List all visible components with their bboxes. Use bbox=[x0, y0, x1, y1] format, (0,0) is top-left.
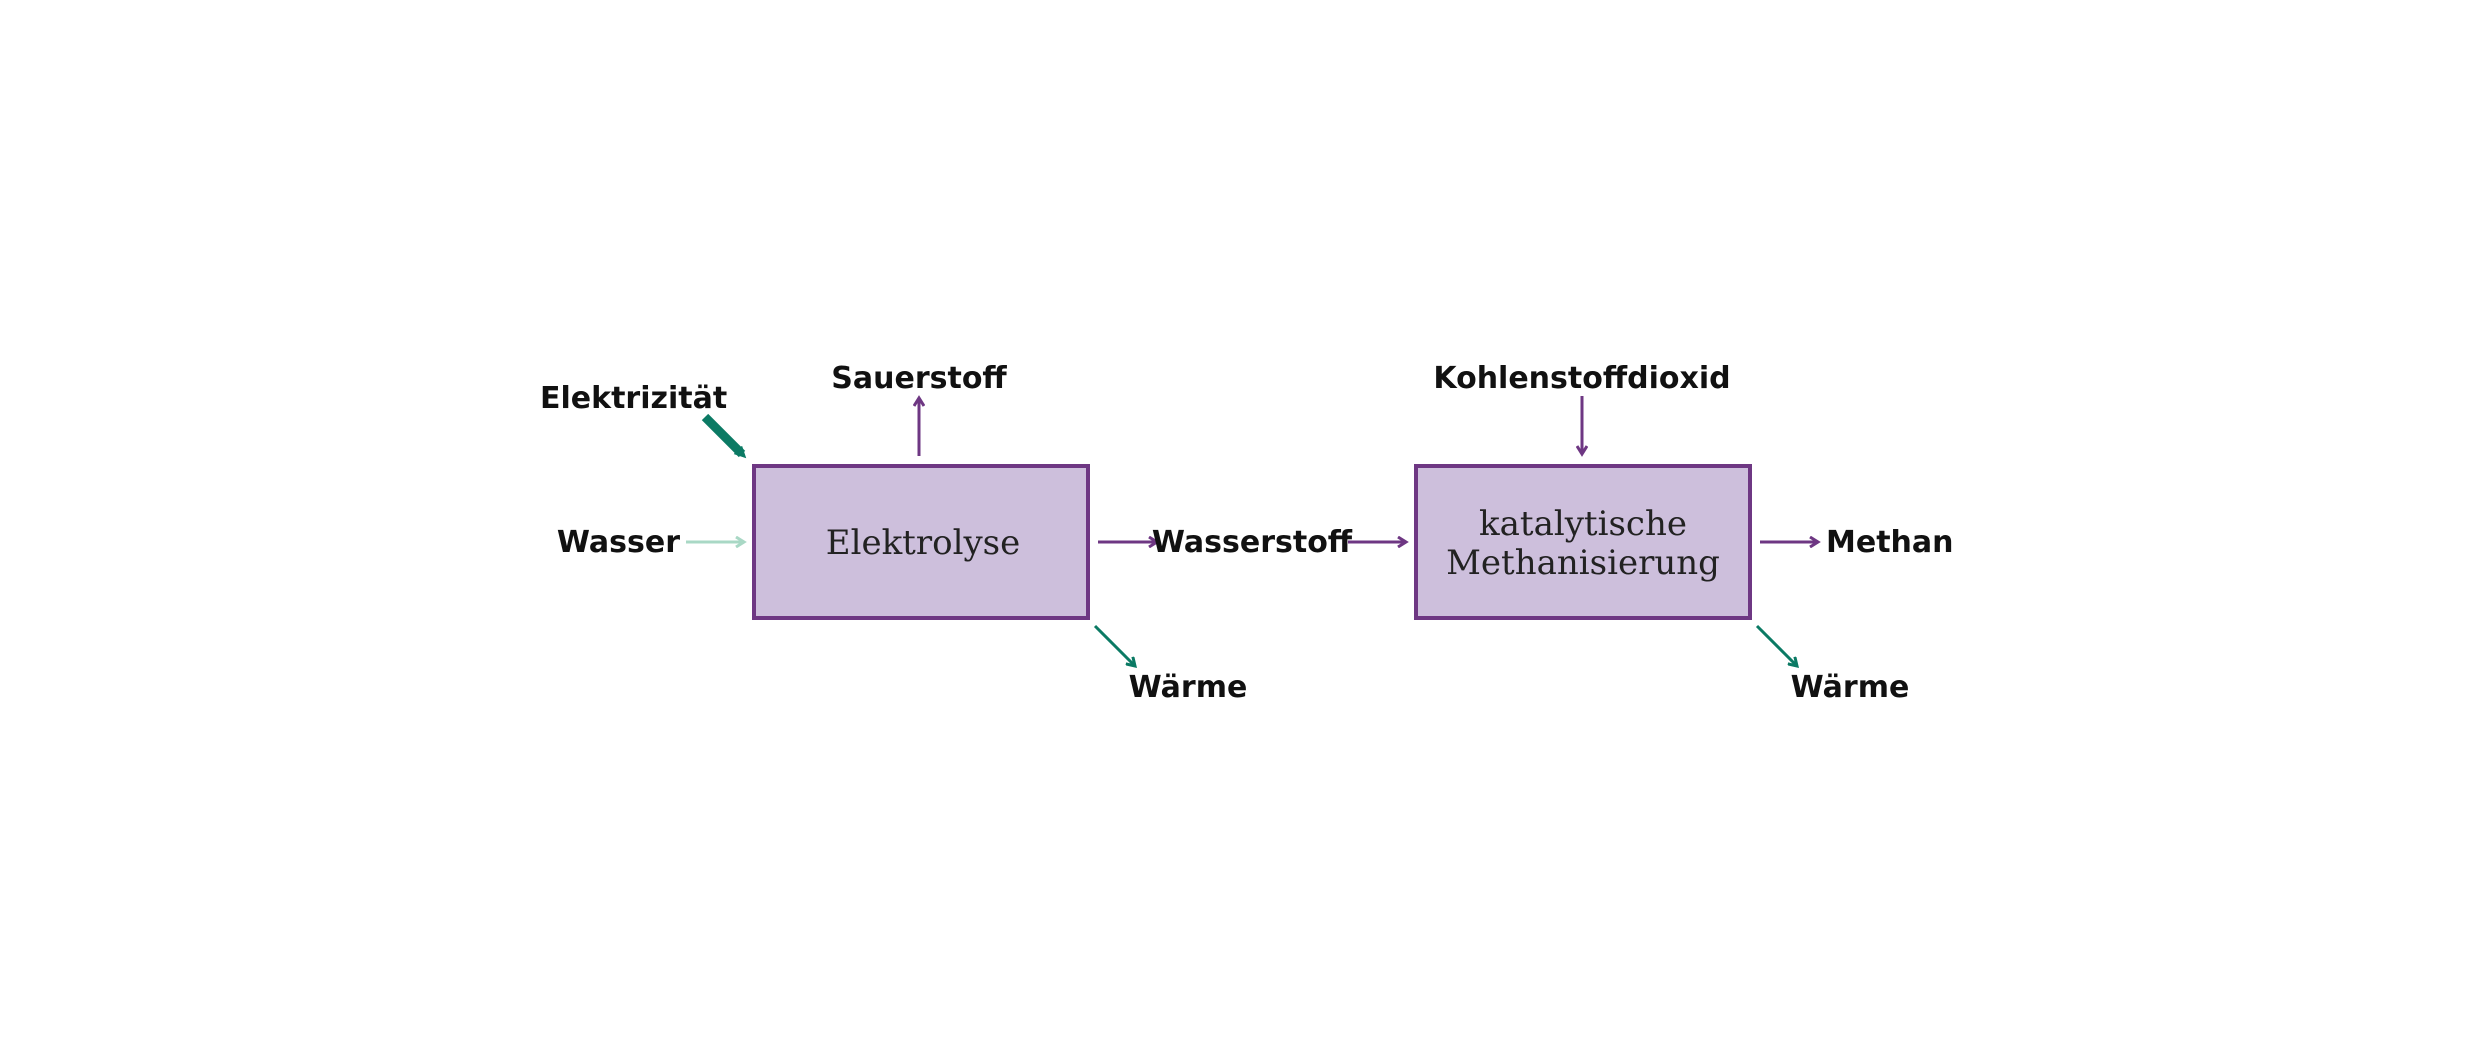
waerme-1-arrow bbox=[1093, 624, 1135, 666]
wasser-label: Wasser bbox=[557, 525, 680, 560]
waerme-1-label: Wärme bbox=[1129, 670, 1248, 705]
wasserstoff-label: Wasserstoff bbox=[1152, 525, 1353, 560]
methanisierung-box bbox=[1414, 464, 1752, 620]
waerme-2-arrow bbox=[1755, 624, 1797, 666]
kohlenstoffdioxid-label: Kohlenstoffdioxid bbox=[1433, 361, 1730, 396]
methan-label: Methan bbox=[1826, 525, 1954, 560]
elektrizitaet-label: Elektrizität bbox=[540, 381, 727, 416]
elektrizitaet-arrow bbox=[701, 413, 747, 459]
elektrolyse-box bbox=[752, 464, 1090, 620]
waerme-2-label: Wärme bbox=[1791, 670, 1910, 705]
sauerstoff-label: Sauerstoff bbox=[831, 361, 1007, 396]
methanisierung-label-line2: Methanisierung bbox=[1446, 543, 1720, 583]
elektrolyse-label: Elektrolyse bbox=[826, 523, 1020, 563]
methanisierung-label-line1: katalytische bbox=[1479, 504, 1687, 544]
